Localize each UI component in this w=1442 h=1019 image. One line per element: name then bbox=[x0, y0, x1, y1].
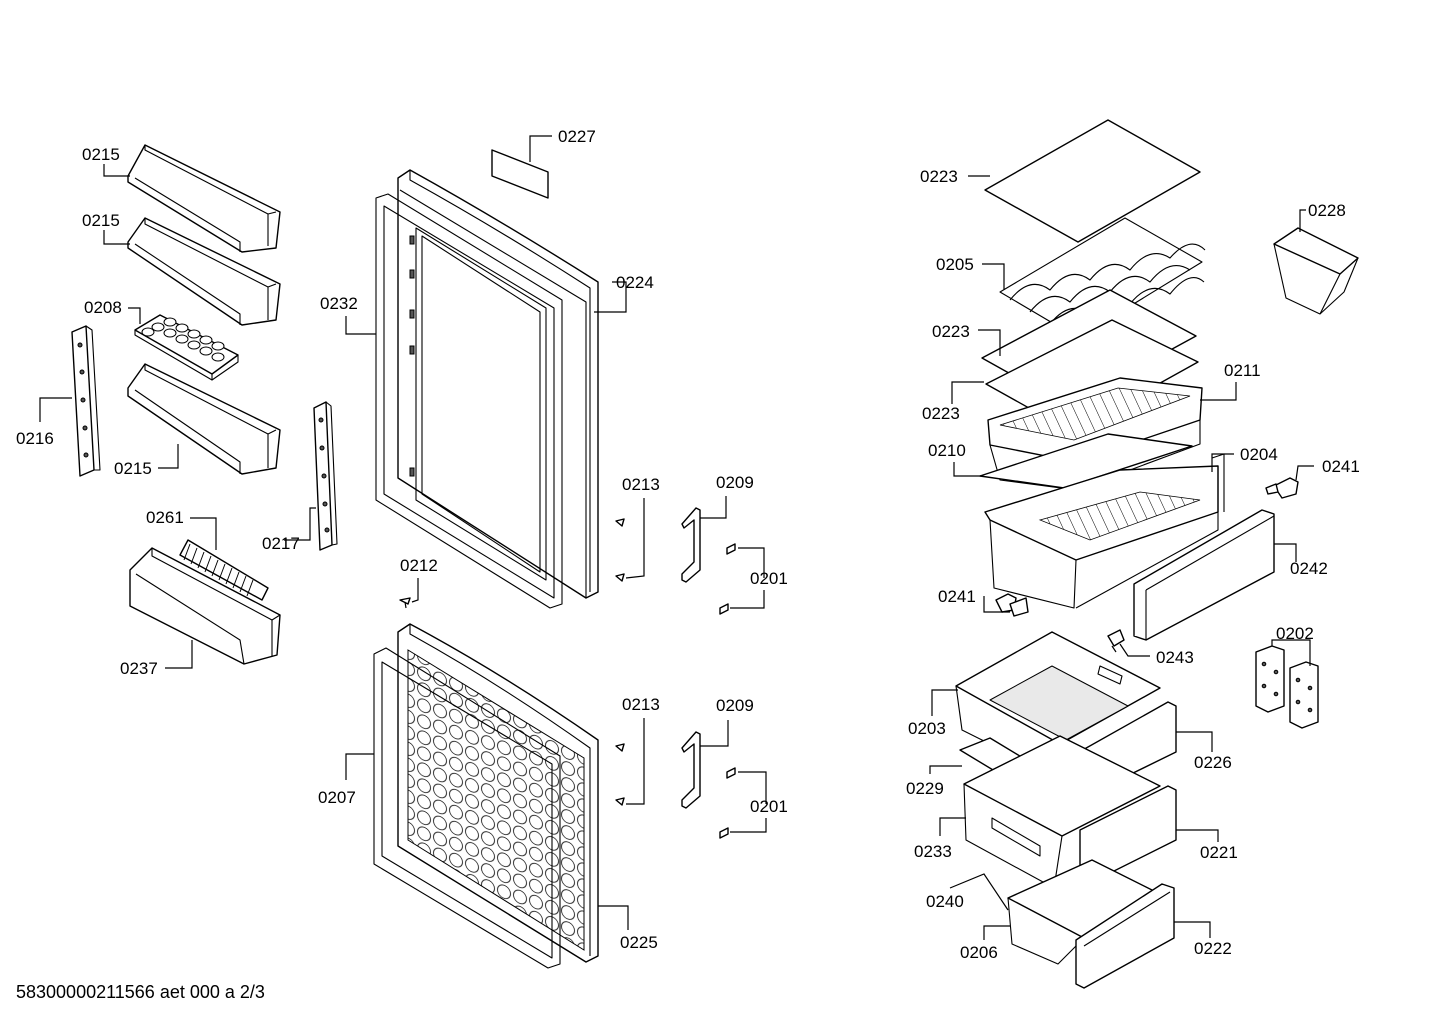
caps-0201-upper bbox=[719, 543, 736, 615]
label-0203: 0203 bbox=[908, 719, 946, 738]
label-0233: 0233 bbox=[914, 842, 952, 861]
caps-0201-lower bbox=[719, 767, 736, 839]
label-0215-top: 0215 bbox=[82, 145, 120, 164]
handle-0209-lower bbox=[681, 731, 701, 809]
bracket-0241-left bbox=[995, 593, 1029, 617]
label-0223-lower: 0223 bbox=[922, 404, 960, 423]
crisper-0204 bbox=[984, 453, 1225, 609]
label-0237: 0237 bbox=[120, 659, 158, 678]
label-0228: 0228 bbox=[1308, 201, 1346, 220]
front-panel-0222 bbox=[1075, 883, 1175, 989]
label-0241-left: 0241 bbox=[938, 587, 976, 606]
door-shelf-0215-middle bbox=[127, 217, 281, 326]
handle-0209-upper bbox=[681, 507, 701, 583]
part-labels: 0215 0215 0208 0216 0215 0261 0217 0237 … bbox=[16, 127, 1360, 962]
label-0217: 0217 bbox=[262, 534, 300, 553]
label-0205: 0205 bbox=[936, 255, 974, 274]
label-0224: 0224 bbox=[616, 273, 654, 292]
upper-screw-0212 bbox=[399, 597, 411, 609]
label-0213-lower: 0213 bbox=[622, 695, 660, 714]
label-0223-top: 0223 bbox=[920, 167, 958, 186]
screws-0213-lower bbox=[615, 743, 625, 806]
label-0215-middle: 0215 bbox=[82, 211, 120, 230]
label-0225: 0225 bbox=[620, 933, 658, 952]
label-0201-upper: 0201 bbox=[750, 569, 788, 588]
label-0241-right: 0241 bbox=[1322, 457, 1360, 476]
lower-gasket-0207 bbox=[373, 647, 561, 969]
freezer-drawer-0203 bbox=[955, 631, 1161, 779]
document-id-footer: 58300000211566 aet 000 a 2/3 bbox=[16, 982, 265, 1002]
door-shelf-0215-top bbox=[127, 144, 281, 253]
egg-tray-0208 bbox=[134, 314, 239, 381]
clip-0243 bbox=[1107, 629, 1125, 653]
divider-0261 bbox=[179, 539, 269, 601]
label-0206: 0206 bbox=[960, 943, 998, 962]
label-0204: 0204 bbox=[1240, 445, 1278, 464]
bracket-0241-right bbox=[1265, 477, 1299, 499]
label-0211: 0211 bbox=[1224, 361, 1261, 380]
leader-lines bbox=[39, 135, 1314, 940]
label-0227: 0227 bbox=[558, 127, 596, 146]
label-0210: 0210 bbox=[928, 441, 966, 460]
label-0223-middle: 0223 bbox=[932, 322, 970, 341]
label-0243: 0243 bbox=[1156, 648, 1194, 667]
label-0226: 0226 bbox=[1194, 753, 1232, 772]
label-0208: 0208 bbox=[84, 298, 122, 317]
label-0209-upper: 0209 bbox=[716, 473, 754, 492]
front-panel-0242 bbox=[1133, 509, 1275, 641]
door-shelf-0215-bottom bbox=[127, 363, 281, 475]
label-0222: 0222 bbox=[1194, 939, 1232, 958]
side-rail-0216 bbox=[71, 325, 101, 477]
label-0215-bottom: 0215 bbox=[114, 459, 152, 478]
label-0202: 0202 bbox=[1276, 624, 1314, 643]
label-0216: 0216 bbox=[16, 429, 54, 448]
cold-packs-0202 bbox=[1255, 645, 1319, 729]
box-0228 bbox=[1273, 227, 1359, 315]
glass-shelf-0223-top bbox=[984, 119, 1201, 243]
label-0207: 0207 bbox=[318, 788, 356, 807]
upper-gasket-0232 bbox=[375, 193, 563, 609]
label-0209-lower: 0209 bbox=[716, 696, 754, 715]
screws-0213-upper bbox=[615, 518, 625, 582]
label-0261: 0261 bbox=[146, 508, 184, 527]
label-0240: 0240 bbox=[926, 892, 964, 911]
freezer-drawer-0233 bbox=[963, 735, 1161, 889]
lower-door-0225 bbox=[397, 623, 599, 963]
label-0212: 0212 bbox=[400, 556, 438, 575]
label-0201-lower: 0201 bbox=[750, 797, 788, 816]
side-rail-0217 bbox=[313, 401, 338, 551]
label-0229: 0229 bbox=[906, 779, 944, 798]
label-0213-upper: 0213 bbox=[622, 475, 660, 494]
bottle-shelf-0237 bbox=[129, 547, 281, 665]
label-0232: 0232 bbox=[320, 294, 358, 313]
glass-shelf-0210 bbox=[979, 433, 1193, 489]
label-plate-0227 bbox=[491, 149, 549, 199]
label-0242: 0242 bbox=[1290, 559, 1328, 578]
upper-door-0224 bbox=[397, 169, 599, 599]
label-0221: 0221 bbox=[1200, 843, 1238, 862]
